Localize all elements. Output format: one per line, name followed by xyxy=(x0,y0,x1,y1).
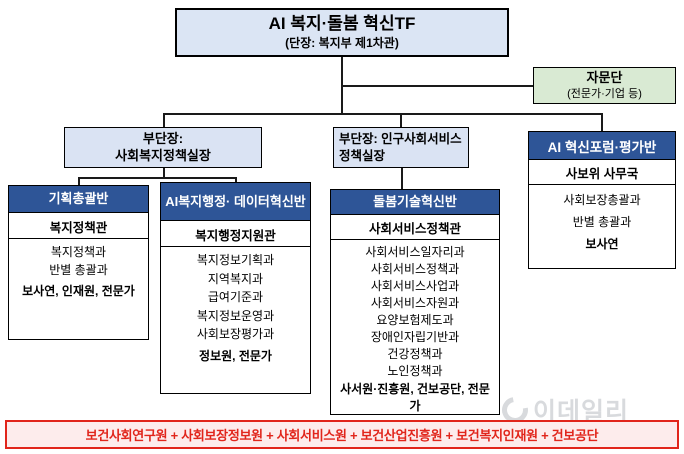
connector-deputy1-down xyxy=(163,168,165,177)
deputy-welfare-box: 부단장: 사회복지정책실장 xyxy=(64,127,262,168)
team-data-manager: 복지행정지원관 xyxy=(160,220,311,248)
tf-subtitle: (단장: 복지부 제1차관) xyxy=(285,35,399,50)
team-planning-body-lines: 복지정책과 반별 총괄과 xyxy=(49,245,108,277)
connector-advisory-horizontal xyxy=(341,85,533,87)
team-data-body-bold: 정보원, 전문가 xyxy=(199,348,272,363)
forum-body: 사회보장총괄과 반별 총괄과 보사연 xyxy=(528,184,676,269)
connector-stub-deputy1 xyxy=(163,113,165,127)
deputy-population-box: 부단장: 인구사회서비스정책실장 xyxy=(333,127,469,168)
team-care-body-lines: 사회서비스일자리과 사회서비스정책과 사회서비스사업과 사회서비스자원과 요양보… xyxy=(365,245,465,379)
team-planning-body: 복지정책과 반별 총괄과 보사연, 인재원, 전문가 xyxy=(8,238,149,340)
advisory-title: 자문단 xyxy=(586,69,623,85)
forum-body-bold: 보사연 xyxy=(585,237,619,252)
team-care-manager: 사회서비스정책관 xyxy=(330,214,500,241)
connector-main-horizontal xyxy=(163,113,603,115)
connector-deputy2-down xyxy=(401,168,403,189)
connector-stub-forum xyxy=(601,113,603,131)
connector-stub-team1 xyxy=(78,177,80,185)
team-planning-header: 기획총괄반 xyxy=(8,185,149,213)
team-data-body: 복지정보기획과 지역복지과 급여기준과 복지정보운영과 사회보장평가과 정보원,… xyxy=(160,246,311,394)
forum-manager: 사보위 사무국 xyxy=(528,159,676,186)
tf-title-box: AI 복지·돌봄 혁신TF (단장: 복지부 제1차관) xyxy=(175,8,509,57)
forum-header: AI 혁신포럼·평가반 xyxy=(528,131,676,161)
footer-institutions-box: 보건사회연구원 + 사회보장정보원 + 사회서비스원 + 보건산업진흥원 + 보… xyxy=(5,420,679,449)
team-data-header: AI복지행정· 데이터혁신반 xyxy=(160,182,311,222)
team-data-body-lines: 복지정보기획과 지역복지과 급여기준과 복지정보운영과 사회보장평가과 xyxy=(196,253,275,342)
team-care-header: 돌봄기술혁신반 xyxy=(330,189,500,216)
connector-stub-team2 xyxy=(235,177,237,182)
advisory-subtitle: (전문가·기업 등) xyxy=(567,88,642,101)
tf-title: AI 복지·돌봄 혁신TF xyxy=(268,14,416,34)
team-care-body: 사회서비스일자리과 사회서비스정책과 사회서비스사업과 사회서비스자원과 요양보… xyxy=(330,239,500,415)
forum-body-lines: 사회보장총괄과 반별 총괄과 xyxy=(563,193,641,230)
connector-deputy1-horizontal xyxy=(78,177,236,179)
connector-stub-deputy2 xyxy=(400,113,402,127)
team-care-body-bold: 사서원·진흥원, 건보공단, 전문가 xyxy=(340,382,490,414)
team-planning-body-bold: 보사연, 인재원, 전문가 xyxy=(22,284,135,298)
team-planning-manager: 복지정책관 xyxy=(8,212,149,240)
advisory-box: 자문단 (전문가·기업 등) xyxy=(533,67,676,104)
